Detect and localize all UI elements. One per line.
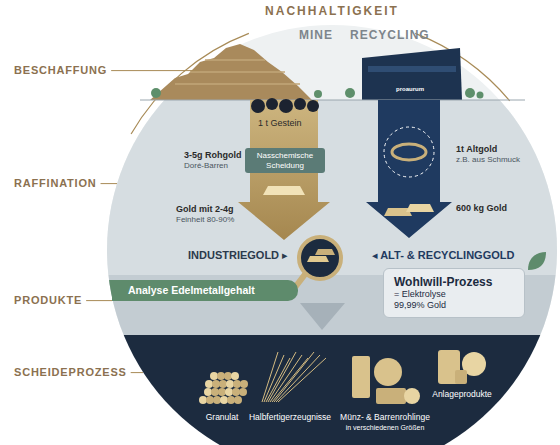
recycling-arrow	[366, 100, 452, 238]
industrial-arrow	[238, 100, 330, 240]
source-label: RECYCLING	[350, 28, 430, 42]
granulate-pile	[199, 372, 248, 404]
node-heading: Analyse Edelmetallgehalt	[128, 284, 290, 297]
title: NACHHALTIGKEIT	[265, 4, 399, 18]
quantity-label: 3-5g Rohgold	[184, 150, 242, 161]
leader-line	[86, 300, 112, 301]
recycling-building	[362, 48, 462, 100]
stage-label: RAFFINATION	[14, 177, 97, 190]
node-heading: Wohlwill-Prozess	[394, 275, 514, 289]
quantity-label: 600 kg Gold	[456, 203, 507, 214]
note-label: Feinheit 80-90%	[176, 215, 234, 225]
analysis-band: Analyse Edelmetallgehalt	[112, 280, 298, 301]
gold-bar	[307, 256, 329, 262]
process-zone	[0, 335, 560, 445]
leader-line	[111, 70, 200, 71]
product-label: Münz- & Barrenrohlinge	[340, 412, 430, 422]
ground-line	[140, 100, 525, 101]
leaf-icon	[528, 252, 546, 270]
building-window	[368, 66, 456, 72]
quantity-label: Gold mit 2-4g	[176, 204, 234, 215]
product-label: Granulat	[206, 412, 239, 422]
note-label: z.B. aus Schmuck	[456, 155, 520, 165]
quantity-label: 1 t Gestein	[258, 118, 302, 129]
dore-bar	[263, 186, 305, 195]
funnel	[300, 303, 345, 330]
node-heading: Nasschemische Scheidung	[250, 151, 320, 170]
note-label: Doré-Barren	[184, 161, 228, 171]
leader-line	[101, 183, 117, 184]
refining-zone	[0, 100, 560, 275]
logo-text: proaurum	[396, 86, 424, 93]
flow-label: INDUSTRIEGOLD ▸	[188, 249, 288, 262]
mine-step	[190, 71, 285, 73]
product-note: in verschiedenen Größen	[346, 424, 425, 432]
magnifier	[299, 237, 341, 279]
gold-bar	[315, 249, 335, 255]
rocks	[251, 98, 319, 113]
stage-label: SCHEIDEPROZESS	[14, 366, 127, 379]
source-label: MINE	[299, 28, 333, 42]
jewellery-outline	[384, 127, 434, 177]
product-label: Anlageprodukte	[432, 389, 492, 399]
mine-mountain	[150, 44, 312, 100]
process-box: Wohlwill-Prozess= Elektrolyse99,99% Gold	[383, 268, 525, 318]
node-text: 99,99% Gold	[394, 300, 514, 311]
product-label: Halbfertigerzeugnisse	[249, 412, 331, 422]
ring	[392, 144, 426, 160]
process-box: Nasschemische Scheidung	[245, 148, 325, 173]
stage-label: BESCHAFFUNG	[14, 64, 107, 77]
stage-label: PRODUKTE	[14, 294, 82, 307]
sustainability-arc	[131, 33, 510, 134]
node-text: = Elektrolyse	[394, 289, 514, 300]
leader-line	[131, 372, 143, 373]
gold-bar	[406, 204, 434, 212]
mine-step	[205, 59, 265, 61]
coin-bar-blanks	[352, 356, 420, 404]
flow-label: ◂ ALT- & RECYCLINGGOLD	[372, 249, 514, 262]
mine-step	[175, 83, 300, 85]
quantity-label: 1t Altgold	[456, 144, 497, 155]
investment-products	[438, 350, 486, 384]
semi-finished-wires	[262, 352, 326, 402]
